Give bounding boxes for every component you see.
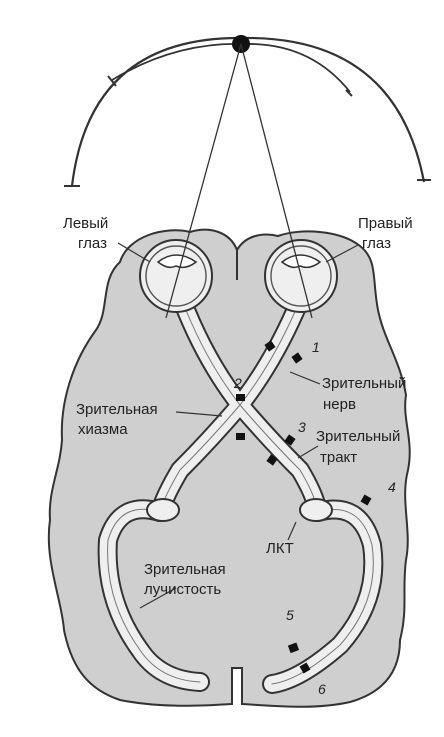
inner-field-tick-left xyxy=(107,75,117,87)
optic-chiasm-label-line1: Зрительная xyxy=(76,401,158,418)
optic-nerve-label-line1: Зрительный xyxy=(322,375,406,392)
left-eye xyxy=(139,239,213,313)
right-eye-label-line2: глаз xyxy=(362,235,391,252)
optic-radiation-label-line1: Зрительная xyxy=(144,561,226,578)
lesion-marker-3b xyxy=(266,454,278,466)
lesion-number-2: 2 xyxy=(233,375,242,391)
lesion-marker-3a xyxy=(284,434,296,446)
lesion-number-6: 6 xyxy=(318,681,326,697)
leader-lines xyxy=(117,242,359,609)
lesion-markers xyxy=(236,340,372,674)
sight-line-left xyxy=(165,43,242,319)
lesion-marker-2b xyxy=(236,433,245,440)
right-eye-label-line1: Правый xyxy=(358,215,413,232)
lesion-number-3: 3 xyxy=(298,419,306,435)
lesion-marker-1b xyxy=(291,352,303,364)
lesion-number-1: 1 xyxy=(312,339,320,355)
inner-field-arc xyxy=(111,43,351,93)
optic-tract-label-line1: Зрительный xyxy=(316,428,400,445)
lesion-marker-5 xyxy=(287,642,300,654)
visual-pathways xyxy=(97,290,384,694)
lesion-marker-2a xyxy=(236,394,245,401)
visual-field-arc xyxy=(70,36,426,187)
lgn-left xyxy=(146,498,180,522)
lesion-marker-1a xyxy=(264,340,276,352)
optic-radiation-label-line2: лучистость xyxy=(144,581,221,598)
inner-field-tick-right xyxy=(345,89,353,97)
left-eye-label-line2: глаз xyxy=(78,235,107,252)
sight-line-right xyxy=(240,43,313,319)
lesion-number-4: 4 xyxy=(388,479,396,495)
brain-outline xyxy=(47,228,411,708)
lesion-marker-6 xyxy=(299,662,311,674)
optic-nerve-label-line2: нерв xyxy=(323,396,356,413)
lgn-label: ЛКТ xyxy=(266,540,294,557)
left-eye-label-line1: Левый xyxy=(63,215,108,232)
optic-tract-label-line2: тракт xyxy=(320,449,357,466)
lesion-marker-4 xyxy=(360,494,372,506)
lgn-right xyxy=(299,498,333,522)
lesion-number-5: 5 xyxy=(286,607,294,623)
optic-chiasm-label-line2: хиазма xyxy=(78,421,128,438)
